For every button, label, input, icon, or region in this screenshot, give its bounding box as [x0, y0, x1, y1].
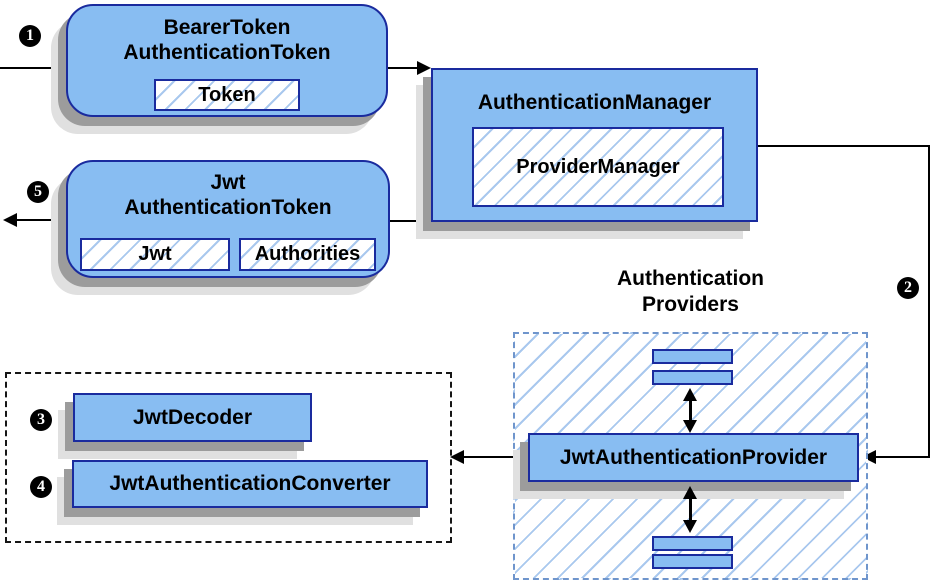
authorities-field-label: Authorities — [254, 243, 361, 265]
bearer-token-title-line1: BearerToken — [163, 16, 291, 39]
step-1-label: 1 — [26, 27, 34, 44]
authorities-field: Authorities — [239, 238, 376, 271]
provider-item-bar — [652, 536, 733, 551]
step-2-label: 2 — [904, 279, 912, 296]
step-badge-3: 3 — [30, 409, 52, 431]
arrowhead-left-icon — [450, 450, 464, 464]
arrowhead-down-icon — [683, 520, 697, 533]
jwt-authentication-provider-label: JwtAuthenticationProvider — [559, 445, 828, 469]
node-jwt-authentication-provider: JwtAuthenticationProvider — [528, 433, 859, 482]
node-jwt-authentication-converter: JwtAuthenticationConverter — [72, 460, 428, 508]
connector-incoming-request — [0, 67, 66, 69]
arrowhead-down-icon — [683, 420, 697, 433]
step-5-label: 5 — [34, 183, 42, 200]
node-jwt-decoder: JwtDecoder — [73, 393, 312, 442]
provider-manager-field: ProviderManager — [472, 127, 724, 207]
providers-label-line2: Providers — [642, 293, 739, 316]
connector-outgoing-result — [14, 219, 66, 221]
step-badge-1: 1 — [19, 25, 41, 47]
connector-bars-provider-bottom — [689, 496, 692, 523]
jwt-field-label: Jwt — [138, 243, 172, 265]
arrowhead-right-icon — [417, 61, 431, 75]
jwt-decoder-label: JwtDecoder — [132, 405, 253, 429]
provider-item-bar — [652, 370, 733, 385]
authentication-providers-label: Authentication Providers — [513, 266, 868, 318]
jwt-token-title-line1: Jwt — [210, 171, 246, 194]
step-badge-2: 2 — [897, 277, 919, 299]
jwt-authentication-converter-label: JwtAuthenticationConverter — [109, 472, 391, 495]
node-title: Jwt AuthenticationToken — [68, 170, 388, 220]
node-bearer-token-authentication-token: BearerToken AuthenticationToken Token — [66, 4, 388, 117]
connector-to-provider — [874, 456, 930, 458]
connector-manager-right — [758, 145, 930, 147]
connector-bearer-to-manager — [388, 67, 418, 69]
connector-bars-provider-top — [689, 398, 692, 424]
connector-provider-to-decoder — [464, 456, 528, 458]
provider-item-bar — [652, 554, 733, 569]
step-3-label: 3 — [37, 411, 45, 428]
provider-item-bar — [652, 349, 733, 364]
step-4-label: 4 — [37, 478, 45, 495]
node-jwt-authentication-token: Jwt AuthenticationToken Jwt Authorities — [66, 160, 390, 278]
token-field-label: Token — [198, 83, 256, 106]
node-title: BearerToken AuthenticationToken — [68, 15, 386, 65]
provider-manager-label: ProviderManager — [516, 155, 680, 178]
arrowhead-left-icon — [3, 213, 17, 227]
step-badge-4: 4 — [30, 476, 52, 498]
decoder-converter-container — [5, 372, 452, 543]
jwt-token-title-line2: AuthenticationToken — [124, 196, 332, 219]
arrowhead-up-icon — [683, 486, 697, 499]
authentication-manager-title: AuthenticationManager — [477, 91, 712, 114]
node-authentication-manager: AuthenticationManager ProviderManager — [431, 68, 758, 222]
arrowhead-up-icon — [683, 388, 697, 401]
connector-right-vertical — [928, 145, 930, 458]
jwt-field: Jwt — [80, 238, 230, 271]
step-badge-5: 5 — [27, 181, 49, 203]
bearer-token-title-line2: AuthenticationToken — [123, 41, 331, 64]
connector-manager-to-jwt-token — [390, 220, 431, 222]
token-field: Token — [154, 79, 300, 111]
providers-label-line1: Authentication — [617, 267, 764, 290]
